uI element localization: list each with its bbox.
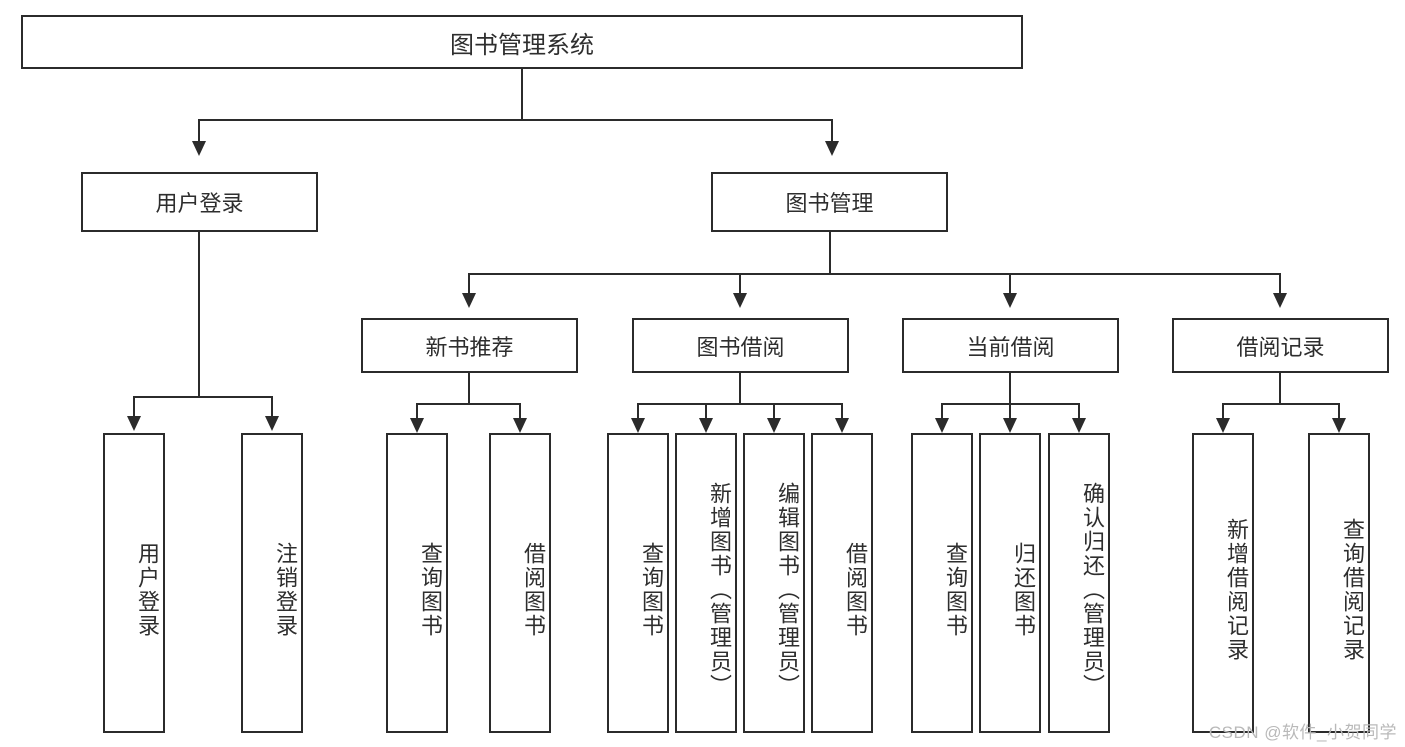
arrowhead-new-book-recommend — [462, 293, 476, 308]
edge-cb-drop-1 — [941, 403, 943, 421]
node-borrow-record-label: 借阅记录 — [1236, 334, 1325, 360]
edge-user-login-bus — [133, 396, 273, 398]
node-leaf-query-book-1-label: 查询图书 — [418, 542, 443, 638]
arrowhead-leaf-logout-login — [265, 416, 279, 431]
node-leaf-add-record-label: 新增借阅记录 — [1224, 518, 1249, 662]
edge-root-stem — [521, 69, 523, 120]
node-leaf-query-book-3[interactable]: 查询图书 — [911, 433, 973, 733]
arrowhead-leaf-return-book — [1003, 418, 1017, 433]
edge-nbr-bus — [416, 403, 521, 405]
edge-br-stem — [1279, 373, 1281, 404]
edge-bm-drop-book-borrow — [739, 273, 741, 295]
node-book-borrow-label: 图书借阅 — [696, 334, 785, 360]
node-leaf-logout-login-label: 注销登录 — [273, 542, 298, 638]
edge-bm-drop-current-borrow — [1009, 273, 1011, 295]
node-leaf-query-record-label: 查询借阅记录 — [1340, 518, 1365, 662]
node-leaf-query-book-2[interactable]: 查询图书 — [607, 433, 669, 733]
node-user-login-label: 用户登录 — [155, 191, 244, 216]
node-root[interactable]: 图书管理系统 — [21, 15, 1023, 69]
arrowhead-leaf-add-record — [1216, 418, 1230, 433]
node-leaf-borrow-book-2-label: 借阅图书 — [843, 542, 868, 638]
node-leaf-edit-book-label: 编辑图书（管理员） — [775, 482, 800, 698]
node-new-book-recommend-label: 新书推荐 — [425, 334, 514, 360]
node-leaf-logout-login[interactable]: 注销登录 — [241, 433, 303, 733]
node-leaf-borrow-book-1-label: 借阅图书 — [521, 542, 546, 638]
edge-cb-drop-2 — [1009, 403, 1011, 421]
node-borrow-record[interactable]: 借阅记录 — [1172, 318, 1389, 373]
node-leaf-return-book-label: 归还图书 — [1011, 542, 1036, 638]
watermark-text: CSDN @软件_小贺同学 — [1208, 723, 1397, 742]
node-book-management[interactable]: 图书管理 — [711, 172, 948, 232]
edge-user-login-stem — [198, 232, 200, 397]
edge-nbr-drop-2 — [519, 403, 521, 421]
edge-root-drop-user-login — [198, 119, 200, 143]
node-book-management-label: 图书管理 — [785, 191, 874, 216]
arrowhead-borrow-record — [1273, 293, 1287, 308]
edge-nbr-drop-1 — [416, 403, 418, 421]
arrowhead-leaf-borrow-book-2 — [835, 418, 849, 433]
edge-nbr-stem — [468, 373, 470, 404]
arrowhead-leaf-query-book-3 — [935, 418, 949, 433]
node-leaf-query-book-1[interactable]: 查询图书 — [386, 433, 448, 733]
edge-root-bus — [198, 119, 833, 121]
edge-bb-stem — [739, 373, 741, 404]
arrowhead-user-login — [192, 141, 206, 156]
arrowhead-current-borrow — [1003, 293, 1017, 308]
edge-root-drop-book-management — [831, 119, 833, 143]
edge-bb-drop-3 — [773, 403, 775, 421]
arrowhead-leaf-query-book-1 — [410, 418, 424, 433]
node-leaf-borrow-book-2[interactable]: 借阅图书 — [811, 433, 873, 733]
node-leaf-add-book[interactable]: 新增图书（管理员） — [675, 433, 737, 733]
arrowhead-leaf-user-login — [127, 416, 141, 431]
edge-bb-bus — [637, 403, 843, 405]
node-user-login[interactable]: 用户登录 — [81, 172, 318, 232]
edge-bb-drop-2 — [705, 403, 707, 421]
edge-book-management-stem — [829, 232, 831, 274]
edge-br-drop-1 — [1222, 403, 1224, 421]
node-leaf-user-login[interactable]: 用户登录 — [103, 433, 165, 733]
edge-bb-drop-1 — [637, 403, 639, 421]
edge-bm-drop-borrow-record — [1279, 273, 1281, 295]
node-current-borrow-label: 当前借阅 — [966, 334, 1055, 360]
node-book-borrow[interactable]: 图书借阅 — [632, 318, 849, 373]
arrowhead-book-borrow — [733, 293, 747, 308]
node-current-borrow[interactable]: 当前借阅 — [902, 318, 1119, 373]
node-new-book-recommend[interactable]: 新书推荐 — [361, 318, 578, 373]
arrowhead-leaf-confirm-return — [1072, 418, 1086, 433]
node-leaf-query-book-2-label: 查询图书 — [639, 542, 664, 638]
edge-br-bus — [1222, 403, 1340, 405]
node-leaf-query-book-3-label: 查询图书 — [943, 542, 968, 638]
edge-user-login-drop-1 — [133, 396, 135, 418]
arrowhead-book-management — [825, 141, 839, 156]
edge-bm-drop-new-book-recommend — [468, 273, 470, 295]
node-leaf-edit-book[interactable]: 编辑图书（管理员） — [743, 433, 805, 733]
node-leaf-borrow-book-1[interactable]: 借阅图书 — [489, 433, 551, 733]
arrowhead-leaf-borrow-book-1 — [513, 418, 527, 433]
edge-cb-drop-3 — [1078, 403, 1080, 421]
edge-cb-stem — [1009, 373, 1011, 404]
edge-book-management-bus — [468, 273, 1280, 275]
arrowhead-leaf-edit-book — [767, 418, 781, 433]
edge-user-login-drop-2 — [271, 396, 273, 418]
arrowhead-leaf-query-book-2 — [631, 418, 645, 433]
node-leaf-query-record[interactable]: 查询借阅记录 — [1308, 433, 1370, 733]
edge-bb-drop-4 — [841, 403, 843, 421]
arrowhead-leaf-query-record — [1332, 418, 1346, 433]
edge-br-drop-2 — [1338, 403, 1340, 421]
node-leaf-confirm-return-label: 确认归还（管理员） — [1080, 482, 1105, 698]
node-leaf-user-login-label: 用户登录 — [135, 542, 160, 638]
node-leaf-add-record[interactable]: 新增借阅记录 — [1192, 433, 1254, 733]
node-leaf-confirm-return[interactable]: 确认归还（管理员） — [1048, 433, 1110, 733]
node-root-label: 图书管理系统 — [450, 31, 594, 59]
arrowhead-leaf-add-book — [699, 418, 713, 433]
node-leaf-return-book[interactable]: 归还图书 — [979, 433, 1041, 733]
node-leaf-add-book-label: 新增图书（管理员） — [707, 482, 732, 698]
